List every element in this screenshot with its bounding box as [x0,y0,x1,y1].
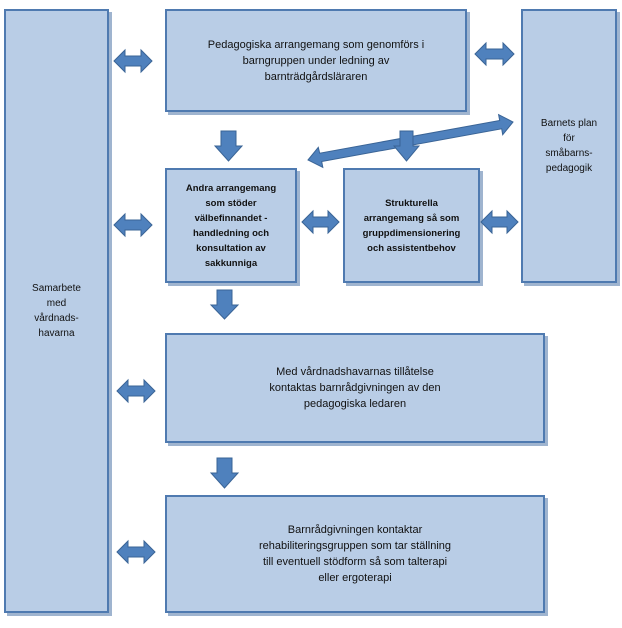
support-arrangements-text: Andra arrangemang som stöder välbefinnan… [185,182,277,269]
double-arrow-guardians-contact [116,378,156,404]
child-plan-text: Barnets plan för småbarns- pedagogik [540,118,598,174]
support-arrangements-box: Andra arrangemang som stöder välbefinnan… [165,168,297,283]
structural-arrangements-text: Strukturella arrangemang så som gruppdim… [362,197,461,254]
double-arrow-guardians-pedagogical [113,48,153,74]
contact-child-clinic-box: Med vårdnadshavarnas tillåtelse kontakta… [165,333,545,443]
contact-child-clinic-text: Med vårdnadshavarnas tillåtelse kontakta… [269,366,441,410]
pedagogical-arrangements-box: Pedagogiska arrangemang som genomförs i … [165,9,467,112]
double-arrow-pedagogical-plan [474,41,515,67]
collaboration-with-guardians-text: Samarbete med vårdnads- havarna [32,283,81,339]
double-arrow-structural-plan [480,209,519,235]
down-arrow-contact-rehab [209,457,240,489]
child-plan-box: Barnets plan för småbarns- pedagogik [521,9,617,283]
rehabilitation-group-text: Barnrådgivningen kontaktar rehabiliterin… [259,524,451,584]
collaboration-with-guardians-box: Samarbete med vårdnads- havarna [4,9,109,613]
down-arrow-support-contact [209,289,240,320]
rehabilitation-group-box: Barnrådgivningen kontaktar rehabiliterin… [165,495,545,613]
double-arrow-guardians-support [113,212,153,238]
double-arrow-support-structural [301,209,340,235]
down-arrow-plan-structural [392,130,421,162]
double-arrow-guardians-rehab [116,539,156,565]
pedagogical-arrangements-text: Pedagogiska arrangemang som genomförs i … [207,38,425,83]
down-arrow-pedagogical-support [213,130,244,162]
structural-arrangements-box: Strukturella arrangemang så som gruppdim… [343,168,480,283]
